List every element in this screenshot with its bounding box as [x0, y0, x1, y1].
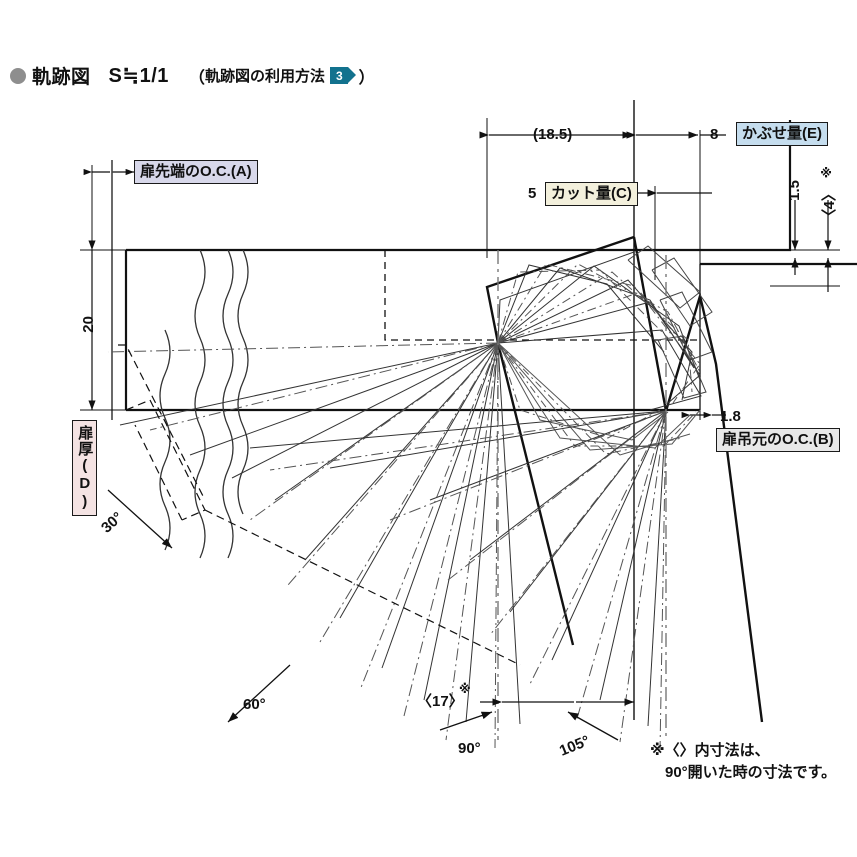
dimension-4-bracket: 〈4〉 [821, 186, 838, 225]
dimension-8: 8 [710, 126, 719, 143]
hinge-recess-dashed [384, 250, 700, 341]
dimension-20: 20 [80, 316, 97, 333]
footnote-line-2: 90°開いた時の寸法です。 [650, 764, 837, 781]
door-open-30-outline [118, 344, 521, 666]
dimension-4-asterisk-mark: ※ [819, 164, 833, 178]
trajectory-fan-left [107, 342, 521, 749]
scale-text: S≒1/1 [108, 65, 169, 87]
dimension-17-asterisk-mark: ※ [459, 682, 471, 696]
label-door-tip-oc[interactable]: 扉先端のO.C.(A) [134, 160, 258, 185]
dimension-18-5: (18.5) [533, 126, 573, 143]
door-trajectory-outlines [485, 235, 764, 723]
reference-text: 軌跡図の利用方法 [204, 68, 325, 85]
dimension-lines-left [80, 160, 134, 420]
dimension-17-bracket: 〈17〉 [417, 693, 464, 710]
paren-open: （ [188, 69, 205, 87]
angle-60: 60° [243, 696, 266, 713]
paren-close: ） [358, 69, 375, 87]
angle-leaders [107, 489, 619, 741]
dimension-5: 5 [528, 185, 537, 202]
dimension-1-8: 1.8 [720, 408, 741, 425]
break-lines [159, 249, 249, 559]
cabinet-outline [634, 120, 857, 266]
label-cut-amount[interactable]: カット量(C) [545, 182, 638, 207]
title-text: 軌跡図 [32, 67, 91, 88]
bullet-icon [10, 67, 26, 84]
reference-badge[interactable]: 3 [329, 67, 356, 84]
center-lines [497, 250, 667, 740]
dimension-1-5: 1.5 [786, 180, 803, 201]
label-overlay-amount[interactable]: かぶせ量(E) [736, 122, 828, 147]
page-title: 軌跡図 S≒1/1 （ 軌跡図の利用方法 3 ） [10, 62, 375, 89]
dimension-lines-right [681, 200, 840, 419]
footnote-line-1: ※〈〉内寸法は、 [650, 742, 770, 759]
label-door-thickness[interactable]: 扉厚(D) [72, 420, 98, 516]
trajectory-fan-right [249, 410, 667, 751]
label-door-hinge-oc[interactable]: 扉吊元のO.C.(B) [716, 428, 840, 453]
reference-note: （ 軌跡図の利用方法 3 ） [189, 64, 375, 88]
angle-90: 90° [458, 740, 481, 757]
